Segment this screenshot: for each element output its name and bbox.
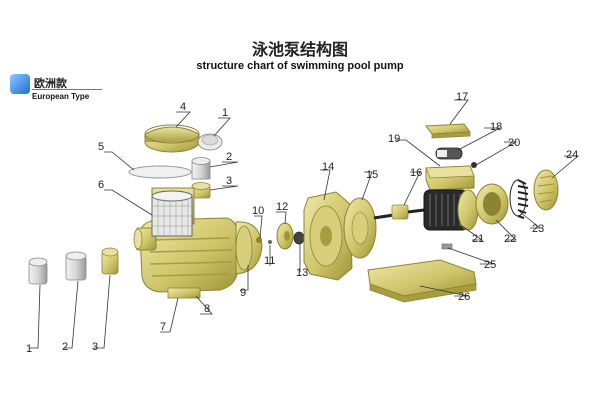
callout-21: 21 <box>472 233 484 245</box>
diagram-title-english: structure chart of swimming pool pump <box>196 60 404 72</box>
o-ring-seal-part <box>128 165 192 179</box>
callout-7: 7 <box>160 321 166 333</box>
terminal-clip-part <box>441 243 453 250</box>
union-nut-part <box>28 257 48 285</box>
fan-cover-part <box>533 169 559 211</box>
callout-9: 9 <box>240 287 246 299</box>
union-tail-part <box>65 251 87 281</box>
callout-8: 8 <box>204 303 210 315</box>
motor-stator-part <box>423 189 479 231</box>
european-type-badge: 欧洲款 European Type <box>10 72 120 106</box>
callout-labels: 4 1 5 2 6 3 10 12 11 13 9 8 7 1 2 3 14 1… <box>26 91 578 355</box>
callout-3-bottom: 3 <box>92 341 98 353</box>
cooling-fan-part <box>509 179 529 219</box>
callout-23: 23 <box>532 223 544 235</box>
callout-2-bottom: 2 <box>62 341 68 353</box>
callout-2-top: 2 <box>226 151 232 163</box>
junction-box-part <box>425 165 475 191</box>
callout-13: 13 <box>296 267 308 279</box>
callout-24: 24 <box>566 149 578 161</box>
callout-18: 18 <box>490 121 502 133</box>
callout-22: 22 <box>504 233 516 245</box>
callout-1-top: 1 <box>222 107 228 119</box>
callout-20: 20 <box>508 137 520 149</box>
lid-ring-part <box>144 124 200 153</box>
badge-label-chinese: 欧洲款 <box>34 77 67 90</box>
diffuser-part <box>343 197 377 259</box>
seal-plate-part <box>303 191 353 281</box>
capacitor-part <box>435 147 463 160</box>
callout-10: 10 <box>252 205 264 217</box>
badge-label-english: European Type <box>32 92 90 101</box>
callout-12: 12 <box>276 201 288 213</box>
callout-19: 19 <box>388 133 400 145</box>
impeller-part <box>276 222 294 250</box>
union-socket-part <box>101 247 119 275</box>
callout-26: 26 <box>458 291 470 303</box>
blue-square-icon <box>10 74 30 94</box>
volute-flange-part <box>235 221 263 275</box>
junction-box-lid-part <box>425 123 471 139</box>
cable-gland-part <box>471 162 477 168</box>
callout-25: 25 <box>484 259 496 271</box>
adapter-sleeve-part <box>191 157 211 180</box>
badge-underline <box>32 89 102 90</box>
rear-bracket-part <box>475 183 509 225</box>
shaft-seal-part <box>293 231 305 245</box>
strainer-basket-part <box>151 190 193 237</box>
callout-15: 15 <box>366 169 378 181</box>
callout-4: 4 <box>180 101 186 113</box>
adapter-ring-part <box>191 182 211 199</box>
nut-part <box>256 237 262 243</box>
diagram-title-chinese: 泳池泵结构图 <box>251 40 348 59</box>
callout-11: 11 <box>264 255 275 267</box>
motor-shaft-part <box>373 204 425 220</box>
callout-1-bottom: 1 <box>26 343 32 355</box>
washer-part <box>268 240 272 244</box>
leader-lines <box>30 99 580 349</box>
callout-5: 5 <box>98 141 104 153</box>
motor-base-part <box>367 259 477 303</box>
callout-3-top: 3 <box>226 175 232 187</box>
callout-16: 16 <box>410 167 422 179</box>
clear-lid-part <box>197 133 223 151</box>
callout-14: 14 <box>322 161 334 173</box>
callout-6: 6 <box>98 179 104 191</box>
callout-17: 17 <box>456 91 468 103</box>
